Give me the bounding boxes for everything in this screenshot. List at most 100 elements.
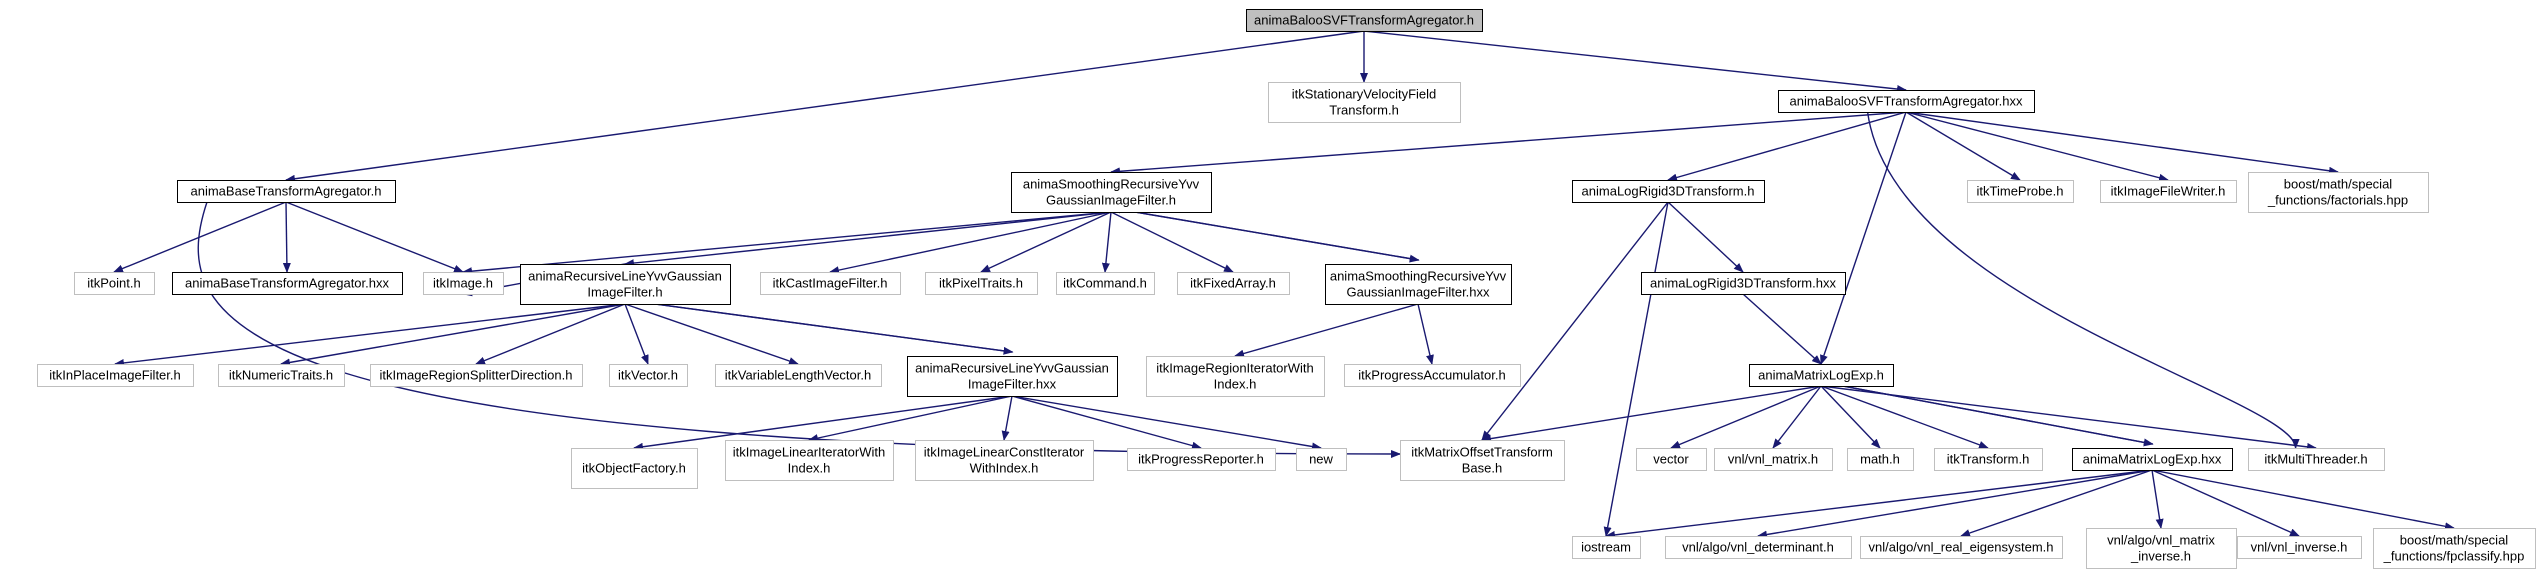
- node-box: [1967, 180, 2074, 203]
- node-label: animaLogRigid3DTransform.hxx: [1650, 276, 1836, 291]
- node-box: [1572, 536, 1641, 559]
- node-label: itkObjectFactory.h: [582, 461, 686, 476]
- node-box: [1636, 448, 1707, 471]
- node-inPlace: itkInPlaceImageFilter.h: [37, 364, 194, 387]
- node-baseAgg[interactable]: animaBaseTransformAgregator.h: [177, 180, 396, 203]
- node-box: [423, 272, 504, 295]
- node-box: [715, 364, 882, 387]
- edge-baseAgg-to-itkImage: [285, 201, 464, 273]
- node-label: itkMatrixOffsetTransform: [1411, 445, 1553, 460]
- node-matrixLogExpHxx[interactable]: animaMatrixLogExp.hxx: [2072, 448, 2233, 471]
- node-smoothingHxx[interactable]: animaSmoothingRecursiveYvvGaussianImageF…: [1325, 264, 1512, 305]
- node-recLineHxx[interactable]: animaRecursiveLineYvvGaussianImageFilter…: [907, 356, 1118, 397]
- edge-smoothing-to-fixedArray: [1110, 211, 1234, 273]
- edge-hxx-to-multiThreader: [1866, 111, 2300, 449]
- node-box: [2373, 528, 2536, 569]
- node-box: [2072, 448, 2233, 471]
- edge-logRigid-to-logRigidHxx: [1667, 201, 1744, 273]
- node-box: [2248, 448, 2385, 471]
- node-box: [1146, 356, 1325, 397]
- edge-baseAgg-to-itkPoint: [113, 201, 287, 273]
- node-box: [1847, 448, 1914, 471]
- node-hxx[interactable]: animaBalooSVFTransformAgregator.hxx: [1778, 90, 2035, 113]
- node-box: [1641, 272, 1846, 295]
- node-objectFactory: itkObjectFactory.h: [571, 448, 698, 489]
- node-label: itkVariableLengthVector.h: [725, 368, 871, 383]
- node-baseAggHxx[interactable]: animaBaseTransformAgregator.hxx: [172, 272, 403, 295]
- node-label: _functions/factorials.hpp: [2267, 193, 2408, 208]
- node-box: [2248, 172, 2429, 213]
- edge-smoothing-to-recLine: [624, 211, 1112, 268]
- node-label: animaRecursiveLineYvvGaussian: [915, 361, 1109, 376]
- node-timeProbe: itkTimeProbe.h: [1967, 180, 2074, 203]
- node-label: vnl/algo/vnl_matrix: [2107, 533, 2215, 548]
- node-label: _functions/fpclassify.hpp: [2383, 549, 2525, 564]
- edge-matrixLogExp-to-itkTransform: [1820, 385, 1989, 449]
- edge-hxx-to-matrixLogExp: [1820, 111, 1907, 365]
- node-fixedArray: itkFixedArray.h: [1177, 272, 1290, 295]
- node-box: [2237, 536, 2362, 559]
- edge-root-to-hxx: [1363, 30, 1907, 94]
- node-vnlEigen: vnl/algo/vnl_real_eigensystem.h: [1860, 536, 2063, 559]
- node-logRigid[interactable]: animaLogRigid3DTransform.h: [1572, 180, 1765, 203]
- node-itkTransform: itkTransform.h: [1934, 448, 2043, 471]
- node-label: animaMatrixLogExp.h: [1758, 368, 1884, 383]
- node-box: [1749, 364, 1894, 387]
- node-label: itkMultiThreader.h: [2264, 452, 2367, 467]
- node-label: vnl/algo/vnl_real_eigensystem.h: [1869, 540, 2054, 555]
- node-box: [1572, 180, 1765, 203]
- node-label: vector: [1653, 452, 1689, 467]
- edge-root-to-baseAgg: [285, 30, 1365, 183]
- node-label: animaBaseTransformAgregator.h: [190, 184, 381, 199]
- node-box: [760, 272, 901, 295]
- edge-matrixLogExpHxx-to-vnlMatInv: [2151, 469, 2164, 529]
- edge-matrixLogExpHxx-to-fpclassify: [2151, 469, 2455, 531]
- node-logRigidHxx[interactable]: animaLogRigid3DTransform.hxx: [1641, 272, 1846, 295]
- node-label: iostream: [1581, 540, 1631, 555]
- edge-recLine-to-inPlace: [114, 303, 626, 367]
- edge-recLineHxx-to-objectFactory: [633, 395, 1013, 451]
- node-smoothing[interactable]: animaSmoothingRecursiveYvvGaussianImageF…: [1011, 172, 1212, 213]
- node-itkImage: itkImage.h: [423, 272, 504, 295]
- node-label: itkInPlaceImageFilter.h: [49, 368, 181, 383]
- node-label: animaSmoothingRecursiveYvv: [1023, 177, 1200, 192]
- node-box: [37, 364, 194, 387]
- node-label: math.h: [1860, 452, 1900, 467]
- node-label: animaSmoothingRecursiveYvv: [1330, 269, 1507, 284]
- edge-baseAgg-to-baseAggHxx: [282, 201, 291, 273]
- edge-smoothingHxx-to-regionIterIdx: [1234, 303, 1419, 358]
- node-box: [1056, 272, 1155, 295]
- node-label: itkVector.h: [618, 368, 678, 383]
- edge-hxx-to-smoothing: [1110, 111, 1907, 176]
- node-label: itkStationaryVelocityField: [1292, 87, 1437, 102]
- node-box: [1400, 440, 1565, 481]
- edge-matrixLogExp-to-vnlMatrix: [1772, 385, 1822, 449]
- node-label: vnl/vnl_inverse.h: [2251, 540, 2348, 555]
- node-vnlDet: vnl/algo/vnl_determinant.h: [1665, 536, 1852, 559]
- edge-hxx-to-factorials: [1905, 111, 2339, 175]
- node-vector: vector: [1636, 448, 1707, 471]
- edge-smoothing-to-command: [1101, 211, 1112, 273]
- node-recLine[interactable]: animaRecursiveLineYvvGaussianImageFilter…: [520, 264, 731, 305]
- node-box: [1344, 364, 1521, 387]
- edge-smoothingHxx-to-smoothing: [1110, 205, 1419, 261]
- node-label: animaRecursiveLineYvvGaussian: [528, 269, 722, 284]
- edge-logRigidHxx-to-matrixLogExp: [1742, 293, 1822, 365]
- node-label: vnl/algo/vnl_determinant.h: [1682, 540, 1834, 555]
- edge-matrixLogExp-to-matrixOffset: [1481, 385, 1822, 443]
- edge-matrixLogExpHxx-to-vnlDet: [1757, 469, 2153, 539]
- node-matrixLogExp[interactable]: animaMatrixLogExp.h: [1749, 364, 1894, 387]
- node-itkVector: itkVector.h: [609, 364, 688, 387]
- edge-matrixLogExp-to-mathH: [1820, 385, 1881, 449]
- node-box: [571, 448, 698, 489]
- node-box: [520, 264, 731, 305]
- node-label: itkImageLinearIteratorWith: [733, 445, 885, 460]
- node-box: [725, 440, 894, 481]
- node-label: itkImageLinearConstIterator: [924, 445, 1085, 460]
- node-box: [1325, 264, 1512, 305]
- node-layer: animaBalooSVFTransformAgregator.hitkStat…: [37, 9, 2536, 569]
- edge-logRigid-to-matrixOffset: [1481, 201, 1669, 441]
